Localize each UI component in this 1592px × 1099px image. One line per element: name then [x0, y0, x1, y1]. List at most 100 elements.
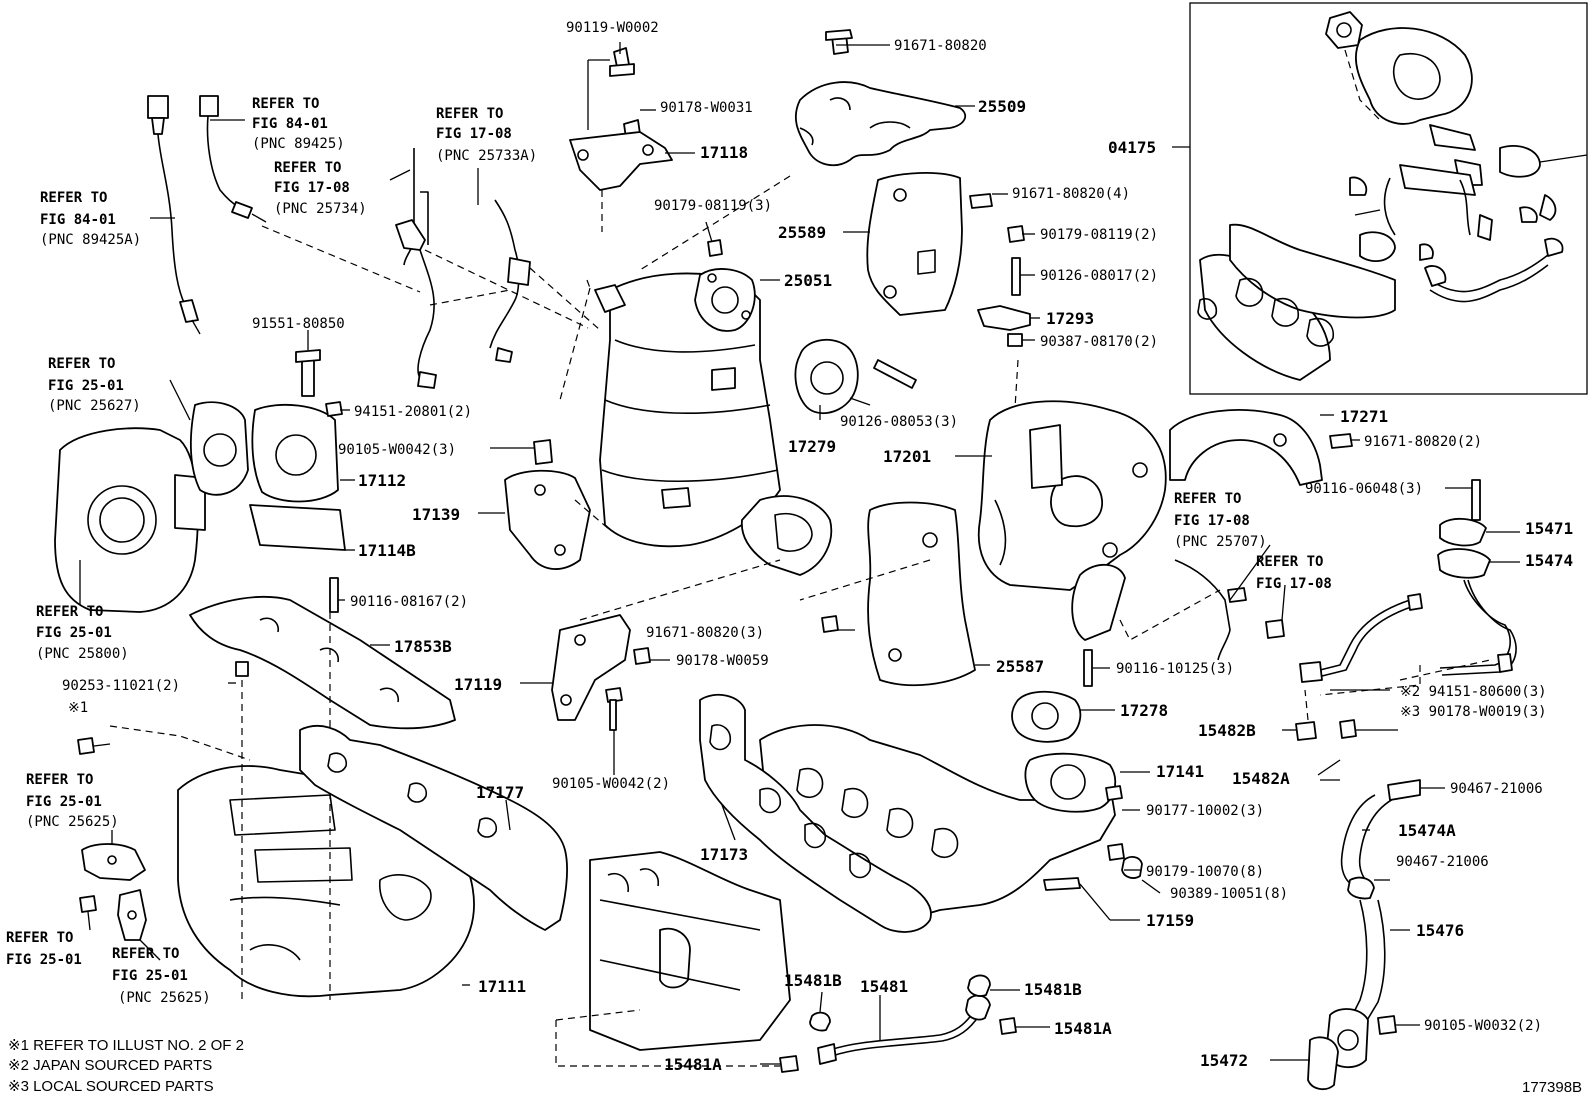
ref-fig-25-01-d-line2: FIG 25-01 — [6, 952, 82, 968]
ref-fig-25-01-e-line3: (PNC 25625) — [118, 990, 211, 1006]
fasteners-17293 — [977, 225, 1031, 409]
ref-fig-25-01-e-line2: FIG 25-01 — [112, 968, 188, 984]
label-90178-w0019-3: ※3 90178-W0019(3) — [1400, 704, 1547, 720]
label-90116-08167-2: 90116-08167(2) — [350, 594, 468, 610]
label-15481a-a: 15481A — [664, 1055, 722, 1074]
sensor-wires — [147, 95, 421, 335]
intake-gasket-17177 — [299, 725, 568, 931]
label-90179-08119-3: 90179-08119(3) — [654, 198, 772, 214]
label-91671-80820-4: 91671-80820(4) — [1012, 186, 1130, 202]
label-25051: 25051 — [784, 271, 832, 290]
label-mark1: ※1 — [68, 700, 88, 716]
bracket-17139 — [504, 469, 611, 570]
label-90116-10125-3: 90116-10125(3) — [1116, 661, 1234, 677]
egr-pipes — [395, 148, 601, 389]
label-15481: 15481 — [860, 977, 908, 996]
oil-return-hoses — [1307, 665, 1421, 1091]
label-15481a-b: 15481A — [1054, 1019, 1112, 1038]
label-90253-11021-2: 90253-11021(2) — [62, 678, 180, 694]
label-04175: 04175 — [1108, 138, 1156, 157]
label-90126-08017-2: 90126-08017(2) — [1040, 268, 1158, 284]
label-15481b-b: 15481B — [1024, 980, 1082, 999]
label-90105-w0032-2: 90105-W0032(2) — [1424, 1018, 1542, 1034]
label-17201: 17201 — [883, 447, 931, 466]
turbocharger-17201 — [977, 400, 1167, 641]
part-labels: 90119-W0002 91671-80820 25509 90178-W003… — [6, 20, 1573, 1074]
label-90467-21006-b: 90467-21006 — [1396, 854, 1489, 870]
footnote-2: ※2 JAPAN SOURCED PARTS — [8, 1057, 212, 1074]
label-17139: 17139 — [412, 505, 460, 524]
ref-fig-25-01-b-line1: REFER TO — [36, 604, 103, 620]
heat-insulator-25509 — [639, 29, 967, 271]
label-15474: 15474 — [1525, 551, 1573, 570]
label-17114b: 17114B — [358, 541, 416, 560]
label-15474a: 15474A — [1398, 821, 1456, 840]
ref-fig-17-08-b-line3: (PNC 25734) — [274, 201, 367, 217]
label-90177-10002-3: 90177-10002(3) — [1146, 803, 1264, 819]
label-91551-80850: 91551-80850 — [252, 316, 345, 332]
bracket-17118 — [569, 47, 673, 232]
label-90178-w0031: 90178-W0031 — [660, 100, 753, 116]
heat-insulator-25589 — [866, 172, 993, 316]
engine-block — [555, 851, 791, 1067]
label-94151-20801-2: 94151-20801(2) — [354, 404, 472, 420]
footnote-3: ※3 LOCAL SOURCED PARTS — [8, 1078, 214, 1095]
label-90178-w0059: 90178-W0059 — [676, 653, 769, 669]
label-25589: 25589 — [778, 223, 826, 242]
label-90105-w0042-3: 90105-W0042(3) — [338, 442, 456, 458]
label-90119-w0002: 90119-W0002 — [566, 20, 659, 36]
ref-fig-25-01-c-line1: REFER TO — [26, 772, 93, 788]
ref-fig-17-08-c-line2: FIG 17-08 — [1174, 513, 1250, 529]
ref-fig-17-08-a-line3: (PNC 25733A) — [436, 148, 537, 164]
label-17293: 17293 — [1046, 309, 1094, 328]
ref-fig-25-01-a-line3: (PNC 25627) — [48, 398, 141, 414]
ref-fig-17-08-c-line1: REFER TO — [1174, 491, 1241, 507]
catalytic-converter-25051 — [559, 239, 833, 576]
label-15471: 15471 — [1525, 519, 1573, 538]
manifold-fasteners — [1043, 785, 1143, 891]
label-91671-80820-top: 91671-80820 — [894, 38, 987, 54]
label-17111: 17111 — [478, 977, 526, 996]
footnotes: ※1 REFER TO ILLUST NO. 2 OF 2 ※2 JAPAN S… — [8, 1037, 244, 1095]
label-17271: 17271 — [1340, 407, 1388, 426]
ref-fig-17-08-b-line1: REFER TO — [274, 160, 341, 176]
ref-fig-25-01-d-line1: REFER TO — [6, 930, 73, 946]
ref-fig-25-01-c-line2: FIG 25-01 — [26, 794, 102, 810]
label-90387-08170-2: 90387-08170(2) — [1040, 334, 1158, 350]
label-15481b-a: 15481B — [784, 971, 842, 990]
label-15472: 15472 — [1200, 1051, 1248, 1070]
label-17141: 17141 — [1156, 762, 1204, 781]
ref-fig-25-01-a-line2: FIG 25-01 — [48, 378, 124, 394]
ref-fig-25-01-b-line2: FIG 25-01 — [36, 625, 112, 641]
brackets-25-01 — [79, 843, 147, 941]
label-25587: 25587 — [996, 657, 1044, 676]
throttle-body — [54, 349, 553, 613]
ref-fig-17-08-c-line3: (PNC 25707) — [1174, 534, 1267, 550]
heat-insulator-25587 — [799, 501, 976, 687]
label-90105-w0042-2: 90105-W0042(2) — [552, 776, 670, 792]
gasket-17278 — [1011, 649, 1093, 743]
ref-fig-84-01-line3: (PNC 89425) — [252, 136, 345, 152]
heat-insulator-17271 — [1169, 409, 1353, 486]
label-17119: 17119 — [454, 675, 502, 694]
label-15482a: 15482A — [1232, 769, 1290, 788]
ref-fig-84-01-b-line3: (PNC 89425A) — [40, 232, 141, 248]
label-25509: 25509 — [978, 97, 1026, 116]
label-90389-10051-8: 90389-10051(8) — [1170, 886, 1288, 902]
figure-number: 177398B — [1522, 1079, 1582, 1096]
gasket-17173 — [699, 693, 932, 933]
ref-fig-17-08-d-line1: REFER TO — [1256, 554, 1323, 570]
leader-lines — [79, 42, 1520, 1065]
ref-fig-17-08-d-line2: FIG 17-08 — [1256, 576, 1332, 592]
label-94151-80600-3: ※2 94151-80600(3) — [1400, 684, 1547, 700]
label-90116-06048-3: 90116-06048(3) — [1305, 481, 1423, 497]
label-15482b: 15482B — [1198, 721, 1256, 740]
ref-fig-25-01-c-line3: (PNC 25625) — [26, 814, 119, 830]
ref-fig-84-01-line2: FIG 84-01 — [252, 116, 328, 132]
label-90126-08053-3: 90126-08053(3) — [840, 414, 958, 430]
label-17118: 17118 — [700, 143, 748, 162]
insulator-17853b — [189, 577, 456, 730]
label-91671-80820-2: 91671-80820(2) — [1364, 434, 1482, 450]
ref-fig-25-01-a-line1: REFER TO — [48, 356, 115, 372]
ref-fig-84-01-line1: REFER TO — [252, 96, 319, 112]
